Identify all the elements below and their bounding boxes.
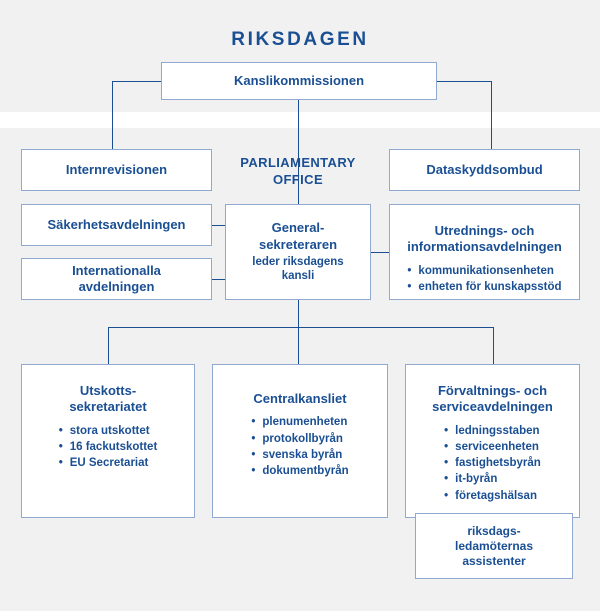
node-title: Säkerhetsavdelningen bbox=[47, 216, 186, 232]
node-title: Internationalla avdelningen bbox=[64, 263, 169, 296]
node-title: Förvaltnings- och serviceavdelningen bbox=[424, 383, 561, 416]
list-item: dokumentbyrån bbox=[251, 463, 348, 480]
node-title-line1: Utskotts- bbox=[79, 383, 137, 398]
node-internrevisionen[interactable]: Internrevisionen bbox=[21, 149, 212, 191]
node-item-list: ledningsstabenserviceenhetenfastighetsby… bbox=[444, 423, 541, 505]
list-item: serviceenheten bbox=[444, 439, 541, 456]
node-title: General- sekreteraren bbox=[251, 220, 345, 253]
connector-kanslikommissionen-center-drop bbox=[298, 99, 299, 204]
list-item: it-byrån bbox=[444, 471, 541, 488]
node-title-line2: ledamöternas bbox=[454, 538, 534, 553]
node-title: Dataskyddsombud bbox=[426, 161, 543, 177]
list-item: svenska byrån bbox=[251, 447, 348, 464]
connector-forvaltnings-drop bbox=[493, 327, 494, 364]
node-title-line1: riksdags- bbox=[467, 523, 521, 538]
background-band bbox=[0, 112, 600, 128]
node-item-list: stora utskottet16 fackutskottetEU Secret… bbox=[59, 423, 158, 472]
node-subtitle-line1: leder riksdagens bbox=[252, 255, 344, 268]
list-item: protokollbyrån bbox=[251, 431, 348, 448]
list-item: kommunikationsenheten bbox=[407, 263, 561, 280]
node-sakerhetsavdelningen[interactable]: Säkerhetsavdelningen bbox=[21, 204, 212, 246]
node-title: riksdags- ledamöternas assistenter bbox=[447, 524, 541, 569]
connector-utskott-drop bbox=[108, 327, 109, 364]
node-utrednings-och-informationsavdelningen[interactable]: Utrednings- och informationsavdelningen … bbox=[389, 204, 580, 300]
label-parliamentary-office-line1: PARLIAMENTARY bbox=[240, 155, 356, 170]
list-item: EU Secretariat bbox=[59, 455, 158, 472]
node-title-line2: sekreteraren bbox=[258, 236, 338, 252]
list-item: ledningsstaben bbox=[444, 423, 541, 440]
node-kanslikommissionen[interactable]: Kanslikommissionen bbox=[161, 62, 437, 100]
connector-kanslikommissionen-left bbox=[112, 81, 162, 82]
connector-gs-down bbox=[298, 300, 299, 364]
node-title-line2: informationsavdelningen bbox=[407, 239, 562, 255]
node-item-list: plenumenhetenprotokollbyrånsvenska byrån… bbox=[251, 414, 348, 480]
node-title-line1: General- bbox=[271, 220, 325, 236]
list-item: 16 fackutskottet bbox=[59, 439, 158, 456]
node-riksdagsledamoternas-assistenter[interactable]: riksdags- ledamöternas assistenter bbox=[415, 513, 573, 579]
node-subtitle: leder riksdagens kansli bbox=[244, 253, 351, 284]
connector-gs-to-internationella bbox=[212, 279, 225, 280]
connector-kanslikommissionen-right bbox=[437, 81, 491, 82]
node-title: Centralkansliet bbox=[253, 391, 347, 406]
label-parliamentary-office: PARLIAMENTARY OFFICE bbox=[225, 155, 371, 189]
connector-internrevisionen-drop bbox=[112, 81, 113, 149]
node-subtitle-line2: kansli bbox=[281, 270, 315, 283]
connector-gs-to-utrednings bbox=[371, 252, 389, 253]
connector-gs-to-sakerhetsavdelningen bbox=[212, 225, 225, 226]
list-item: enheten för kunskapsstöd bbox=[407, 279, 561, 296]
node-title-line1: Utrednings- och bbox=[434, 223, 535, 238]
node-title-line1: Förvaltnings- och bbox=[437, 383, 548, 398]
node-title-line1: Internationalla bbox=[72, 262, 161, 278]
node-title-line2: avdelningen bbox=[78, 279, 155, 294]
label-parliamentary-office-line2: OFFICE bbox=[272, 171, 324, 187]
node-generalsekreteraren[interactable]: General- sekreteraren leder riksdagens k… bbox=[225, 204, 371, 300]
node-centralkansliet[interactable]: Centralkansliet plenumenhetenprotokollby… bbox=[212, 364, 388, 518]
connector-dataskyddsombud-drop bbox=[491, 81, 492, 149]
node-item-list: kommunikationsenhetenenheten för kunskap… bbox=[407, 263, 561, 296]
list-item: företagshälsan bbox=[444, 488, 541, 505]
node-dataskyddsombud[interactable]: Dataskyddsombud bbox=[389, 149, 580, 191]
node-internationella-avdelningen[interactable]: Internationalla avdelningen bbox=[21, 258, 212, 300]
list-item: plenumenheten bbox=[251, 414, 348, 431]
node-forvaltnings-och-serviceavdelningen[interactable]: Förvaltnings- och serviceavdelningen led… bbox=[405, 364, 580, 518]
connector-third-level-bar bbox=[108, 327, 494, 328]
node-title: Utrednings- och informationsavdelningen bbox=[399, 223, 570, 256]
node-utskottssekretariatet[interactable]: Utskotts- sekretariatet stora utskottet1… bbox=[21, 364, 195, 518]
node-title-line2: sekretariatet bbox=[69, 399, 147, 415]
node-title-line3: assistenter bbox=[462, 553, 526, 568]
node-title: Kanslikommissionen bbox=[233, 72, 365, 88]
list-item: fastighetsbyrån bbox=[444, 455, 541, 472]
node-title: Internrevisionen bbox=[65, 161, 168, 177]
node-title-line2: serviceavdelningen bbox=[432, 399, 553, 415]
node-title: Utskotts- sekretariatet bbox=[61, 383, 154, 416]
list-item: stora utskottet bbox=[59, 423, 158, 440]
page-title: RIKSDAGEN bbox=[231, 29, 369, 50]
